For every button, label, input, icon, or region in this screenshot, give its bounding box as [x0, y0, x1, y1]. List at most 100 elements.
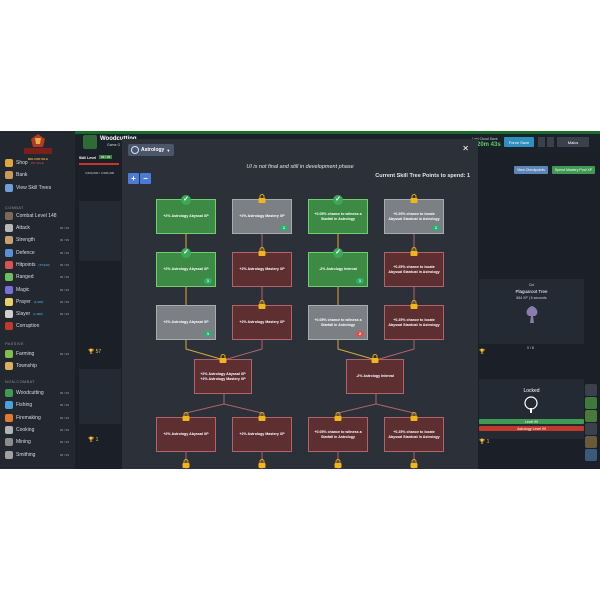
dock-statistics-icon[interactable]	[585, 449, 597, 461]
node-cost-badge: 2	[356, 331, 364, 337]
trophy-icon[interactable]	[538, 137, 545, 147]
dock-trophy-icon[interactable]	[585, 436, 597, 448]
skill-node-label: +2% Astrology Abyssal XP +2% Astrology M…	[200, 372, 246, 381]
skill-node[interactable]: +0.05% chance to witness a Starfall in A…	[308, 412, 368, 452]
skill-node[interactable]: -2% Astrology Interval	[346, 354, 404, 394]
skill-node[interactable]: +0.25% chance to locate Abyssal Stardust…	[384, 247, 444, 287]
skill-points-display: Current Skill Tree Points to spend: 1	[375, 173, 470, 179]
sidebar-item-firemaking[interactable]: Firemaking	[5, 413, 41, 423]
view-checkpoints-button[interactable]: View Checkpoints	[514, 166, 548, 174]
defence-icon	[5, 248, 13, 257]
sidebar-item-level: 99 / 99	[59, 415, 69, 420]
sidebar-item-view-skill-trees[interactable]: View Skill Trees	[5, 183, 51, 193]
skill-node-label: +2% Astrology Mastery XP	[239, 432, 285, 437]
zoom-out-button[interactable]: −	[140, 173, 151, 184]
node-cost-badge: 1	[280, 225, 288, 231]
prayer-icon	[5, 297, 13, 306]
dock-farming-icon[interactable]	[585, 397, 597, 409]
connector	[185, 340, 225, 361]
skill-node[interactable]: +2% Astrology Mastery XP	[232, 412, 292, 452]
sidebar-item-fishing[interactable]: Fishing	[5, 400, 32, 410]
tree-stats: 864 XP | 6 seconds	[516, 296, 547, 300]
sidebar-item-slayer[interactable]: Slayer (1,000)	[5, 309, 43, 319]
locked-label: Locked	[523, 388, 540, 394]
locked-card: Locked Level 99 Astrology Level 99	[479, 379, 584, 439]
hitpoints-icon	[5, 260, 13, 269]
sidebar-item-woodcutting[interactable]: Woodcutting	[5, 388, 44, 398]
dock-settings-icon[interactable]	[585, 423, 597, 435]
sidebar-item-label: Township	[16, 363, 37, 370]
sidebar-item-label: Farming	[16, 351, 35, 357]
sidebar-item-cooking[interactable]: Cooking	[5, 425, 34, 435]
cooking-icon	[5, 425, 13, 434]
dock-woodcutting-icon[interactable]	[585, 410, 597, 422]
close-icon[interactable]: ✕	[462, 144, 469, 153]
sidebar-item-label: Cooking	[16, 426, 35, 433]
skill-node-label: +2% Astrology Abyssal XP	[163, 267, 209, 272]
woodcutting-icon	[5, 389, 13, 397]
skill-tree-canvas[interactable]: ✓+2% Astrology Abyssal XP+2% Astrology M…	[122, 194, 478, 469]
slayer-icon	[5, 310, 13, 319]
sidebar-item-hitpoints[interactable]: Hitpoints (70,910)	[5, 260, 50, 270]
zoom-in-button[interactable]: +	[128, 173, 139, 184]
sidebar-item-farming[interactable]: Farming	[5, 349, 34, 359]
sidebar-item-prayer[interactable]: Prayer (1,020)	[5, 297, 43, 307]
sidebar-item-magic[interactable]: Magic	[5, 285, 29, 295]
skill-tree-modal: Astrology ▼ ✕ UI is not final and still …	[122, 139, 478, 469]
skill-node[interactable]: +2% Astrology Mastery XP	[232, 300, 292, 340]
sidebar-item-defence[interactable]: Defence	[5, 248, 35, 258]
locked-tree-icon	[524, 396, 538, 413]
sidebar-item-attack[interactable]: Attack	[5, 223, 30, 233]
dock-lore-icon[interactable]	[585, 384, 597, 396]
astrology-requirement: Astrology Level 99	[479, 426, 584, 431]
sidebar-item-level: 99 / 99	[59, 352, 69, 356]
skill-node[interactable]: +0.25% chance to locate Abyssal Stardust…	[384, 300, 444, 340]
skill-points-value: 1	[466, 173, 470, 179]
sidebar-item-strength[interactable]: Strength	[5, 235, 35, 245]
sidebar-item-corruption[interactable]: Corruption	[5, 321, 39, 331]
user-menu[interactable]: Malcs	[557, 137, 589, 147]
skill-node[interactable]: +0.25% chance to locate Abyssal Stardust…	[384, 412, 444, 452]
check-icon: ✓	[333, 195, 343, 205]
node-cost-badge: 1	[356, 278, 364, 284]
skill-level-value: 99 / 99	[99, 155, 113, 159]
skill-node[interactable]: +2% Astrology Abyssal XP +2% Astrology M…	[194, 354, 252, 394]
settings-icon[interactable]	[547, 137, 554, 147]
sidebar-item-ranged[interactable]: Ranged	[5, 272, 34, 282]
page-subtitle: Game G	[107, 143, 121, 147]
skill-node[interactable]: ✓+0.05% chance to witness a Starfall in …	[308, 195, 368, 234]
skill-tree-select[interactable]: Astrology ▼	[128, 144, 174, 156]
sidebar-item-smithing[interactable]: Smithing	[5, 450, 35, 460]
force-save-button[interactable]: Force Save	[504, 137, 534, 147]
skill-node-label: +0.25% chance to locate Abyssal Stardust…	[388, 265, 440, 274]
lock-icon	[410, 247, 418, 256]
township-icon	[5, 362, 13, 371]
xp-bar	[79, 163, 119, 165]
skill-node[interactable]: +2% Astrology Abyssal XP	[156, 412, 216, 452]
sidebar-item-mining[interactable]: Mining	[5, 437, 31, 447]
bg-trophy-right: 🏆 1	[479, 439, 490, 445]
skill-node[interactable]: +0.05% chance to witness a Starfall in A…	[308, 305, 368, 340]
magic-icon	[5, 285, 13, 294]
skill-node[interactable]: ✓+2% Astrology Abyssal XP	[156, 195, 216, 234]
skill-node[interactable]: +0.25% chance to locate Abyssal Stardust…	[384, 194, 444, 234]
sidebar-item-level: 99 / 99	[59, 452, 69, 457]
skill-node-label: +0.05% chance to witness a Starfall in A…	[314, 430, 362, 439]
sidebar-item-label: Shop	[16, 160, 28, 166]
spend-mastery-pool-button[interactable]: Spend Mastery Pool XP	[552, 166, 595, 174]
skill-node[interactable]: +2% Astrology Mastery XP	[232, 247, 292, 287]
check-icon: ✓	[333, 248, 343, 258]
non-combat-header: NON-COMBAT	[5, 379, 36, 384]
skill-node-label: +0.25% chance to locate Abyssal Stardust…	[388, 318, 440, 327]
sidebar-item-township[interactable]: Township	[5, 361, 37, 371]
connector	[375, 403, 415, 417]
skill-node-label: -2% Astrology Interval	[356, 374, 394, 379]
sidebar-item-bank[interactable]: Bank	[5, 170, 27, 180]
sidebar-item-shop[interactable]: Shop ON SALE	[5, 158, 44, 168]
skill-node-label: +2% Astrology Mastery XP	[239, 267, 285, 272]
